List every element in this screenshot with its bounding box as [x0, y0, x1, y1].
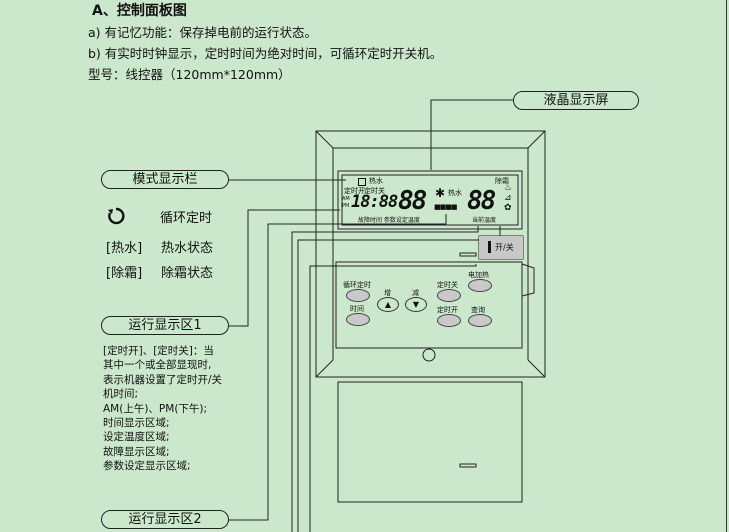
fan-icon: ✱	[435, 186, 446, 200]
hot-water-box-icon	[358, 178, 366, 186]
time-button[interactable]	[346, 313, 370, 326]
electric-heat-button[interactable]	[468, 279, 492, 292]
section-title: A、控制面板图	[92, 3, 187, 19]
note-line: 其中一个或全部显现时,	[103, 359, 212, 372]
up-button[interactable]: ▲	[377, 297, 399, 312]
legend-hot-water: 热水状态	[161, 241, 214, 256]
note-line: [定时开]、[定时关]：当	[103, 345, 214, 357]
timer-on-button[interactable]	[437, 314, 461, 327]
cycle-timer-button[interactable]	[346, 289, 370, 302]
label-electric-heat: 电加热	[468, 271, 489, 279]
model-line: 型号：线控器（120mm*120mm）	[88, 67, 291, 82]
lcd-screen: 热水 除霜 定时开 定时关 AM PM 18:88 88 ✱ 热水 ■■■■ 8…	[342, 175, 518, 225]
lcd-big-digits-right: 88	[467, 186, 496, 216]
power-button[interactable]: 开/关	[479, 236, 523, 259]
lcd-segment-blocks: ■■■■	[434, 203, 457, 211]
lcd-timer-off: 定时关	[364, 187, 385, 195]
feature-memory: a) 有记忆功能：保存掉电前的运行状态。	[88, 25, 318, 40]
status-icons: ♨⊿✿	[504, 183, 513, 213]
callout-mode-bar: 模式显示栏	[101, 170, 229, 189]
legend-symbol-defrost: [除霜]	[106, 266, 143, 281]
timer-off-button[interactable]	[437, 289, 461, 302]
note-line: 机时间;	[103, 388, 139, 401]
legend-defrost: 除霜状态	[161, 266, 214, 281]
label-query: 查询	[471, 306, 485, 314]
lcd-am: AM	[342, 196, 350, 202]
label-time: 时间	[350, 305, 364, 313]
label-down: 减	[412, 289, 419, 297]
note-line: 时间显示区域;	[103, 417, 170, 430]
legend-cycle-timer: 循环定时	[160, 211, 213, 226]
label-timer-on: 定时开	[437, 306, 458, 314]
label-cycle-timer: 循环定时	[343, 281, 371, 289]
callout-lcd-screen: 液晶显示屏	[513, 91, 639, 110]
note-line: 设定温度区域;	[103, 431, 170, 444]
lcd-defrost-label: 除霜	[495, 177, 509, 185]
power-indicator	[488, 241, 491, 253]
legend-symbol-hot-water: [热水]	[106, 241, 143, 256]
note-line: 参数设定显示区域;	[103, 460, 191, 473]
feature-clock: b) 有实时时钟显示，定时时间为绝对时间，可循环定时开关机。	[88, 46, 443, 61]
page-edge	[726, 0, 727, 532]
cycle-timer-icon	[107, 207, 125, 225]
note-line: 故障显示区域;	[103, 445, 170, 458]
lcd-bottom-right: 当前温度	[472, 217, 497, 224]
lcd-clock: 18:88	[351, 192, 398, 212]
note-line: 表示机器设置了定时开/关	[103, 373, 223, 386]
note-line: AM(上午)、PM(下午);	[103, 402, 208, 415]
down-button[interactable]: ▼	[405, 297, 427, 312]
label-up: 增	[384, 289, 391, 297]
lcd-hot-water-small: 热水	[448, 189, 462, 197]
lcd-big-digits-left: 88	[398, 186, 427, 216]
lcd-hot-water-label: 热水	[369, 177, 383, 185]
lcd-bottom-left: 故障时间 参数设定温度	[358, 217, 420, 224]
power-button-label: 开/关	[495, 243, 514, 252]
callout-run-area-2: 运行显示区2	[101, 510, 229, 529]
notes-list: [定时开]、[定时关]：当 其中一个或全部显现时, 表示机器设置了定时开/关 机…	[103, 344, 222, 474]
query-button[interactable]	[468, 314, 492, 327]
label-timer-off: 定时关	[437, 281, 458, 289]
lcd-timer-on: 定时开	[344, 187, 365, 195]
lcd-pm: PM	[342, 203, 350, 209]
callout-run-area-1: 运行显示区1	[101, 316, 229, 335]
